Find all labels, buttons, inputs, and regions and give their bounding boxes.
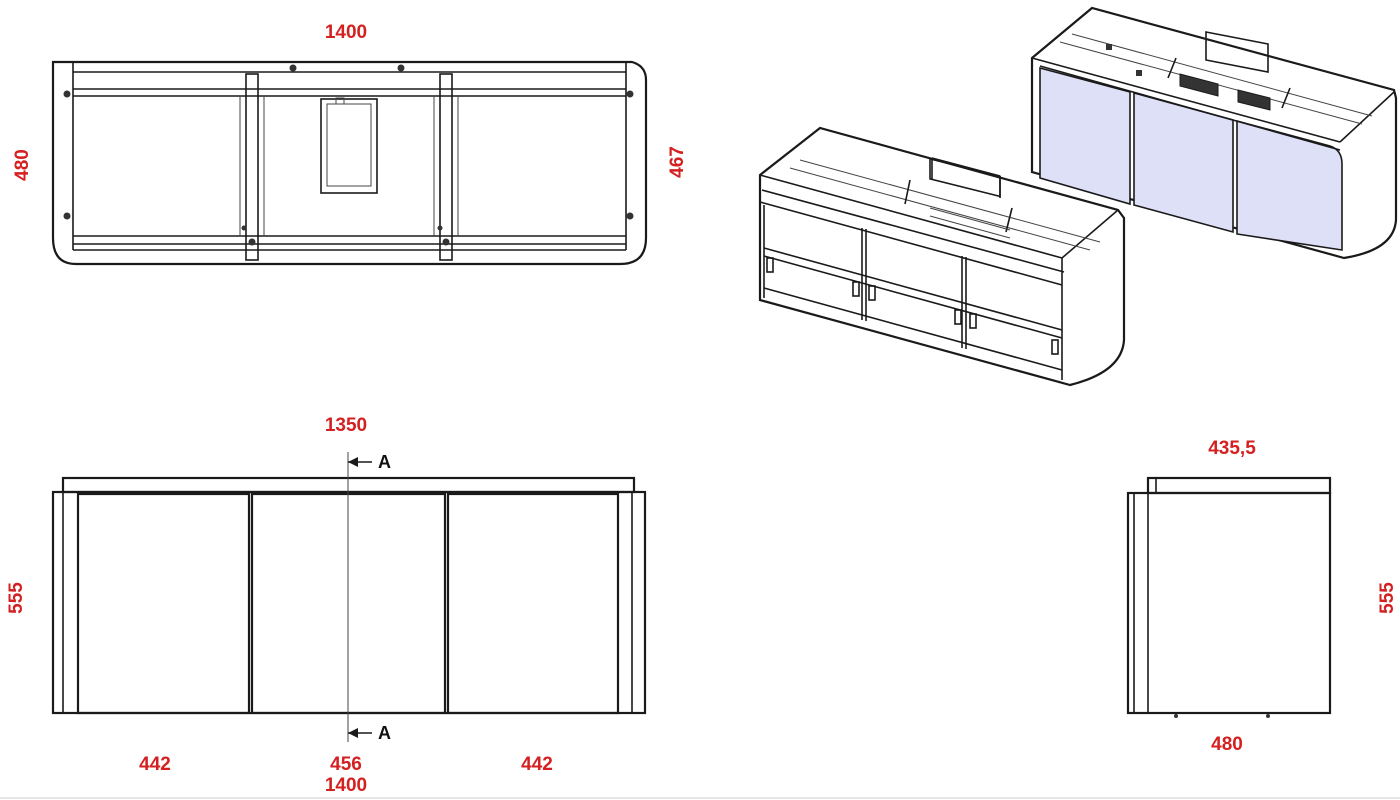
section-arrow-icon bbox=[348, 457, 372, 467]
top-view-width-label: 1400 bbox=[325, 22, 367, 43]
top-view: 1400 480 467 bbox=[12, 22, 688, 266]
iso-carcass-view bbox=[758, 126, 1126, 387]
front-view-total-width-label: 1400 bbox=[325, 775, 367, 796]
front-view-door-left bbox=[76, 492, 251, 715]
iso-closed-view bbox=[1030, 6, 1398, 260]
front-view-body bbox=[51, 490, 647, 715]
section-marker-top: A bbox=[378, 452, 391, 472]
iso-door-center bbox=[1133, 91, 1234, 234]
iso-door-left bbox=[1039, 66, 1131, 206]
front-view-door-right bbox=[446, 492, 620, 715]
front-view-top-width-label: 1350 bbox=[325, 415, 367, 436]
side-view-body bbox=[1126, 491, 1332, 715]
top-view-outline bbox=[51, 60, 648, 266]
side-view-height-label: 555 bbox=[1377, 582, 1398, 614]
side-view-top-depth-label: 435,5 bbox=[1208, 438, 1256, 459]
top-view-depth-label: 480 bbox=[12, 149, 33, 181]
top-view-inner-depth-label: 467 bbox=[667, 146, 688, 178]
front-view: 1350 555 A A 442 456 442 1400 bbox=[6, 415, 647, 796]
front-view-door-center-label: 456 bbox=[330, 754, 362, 775]
side-view: 435,5 555 480 bbox=[1126, 438, 1398, 755]
section-marker-bottom: A bbox=[378, 723, 391, 743]
front-view-door-right-label: 442 bbox=[521, 754, 553, 775]
iso-door-right bbox=[1236, 119, 1343, 251]
front-view-height-label: 555 bbox=[6, 582, 27, 614]
section-arrow-icon bbox=[348, 728, 372, 738]
side-view-top-slab bbox=[1146, 476, 1332, 495]
front-view-door-left-label: 442 bbox=[139, 754, 171, 775]
side-view-depth-label: 480 bbox=[1211, 734, 1243, 755]
